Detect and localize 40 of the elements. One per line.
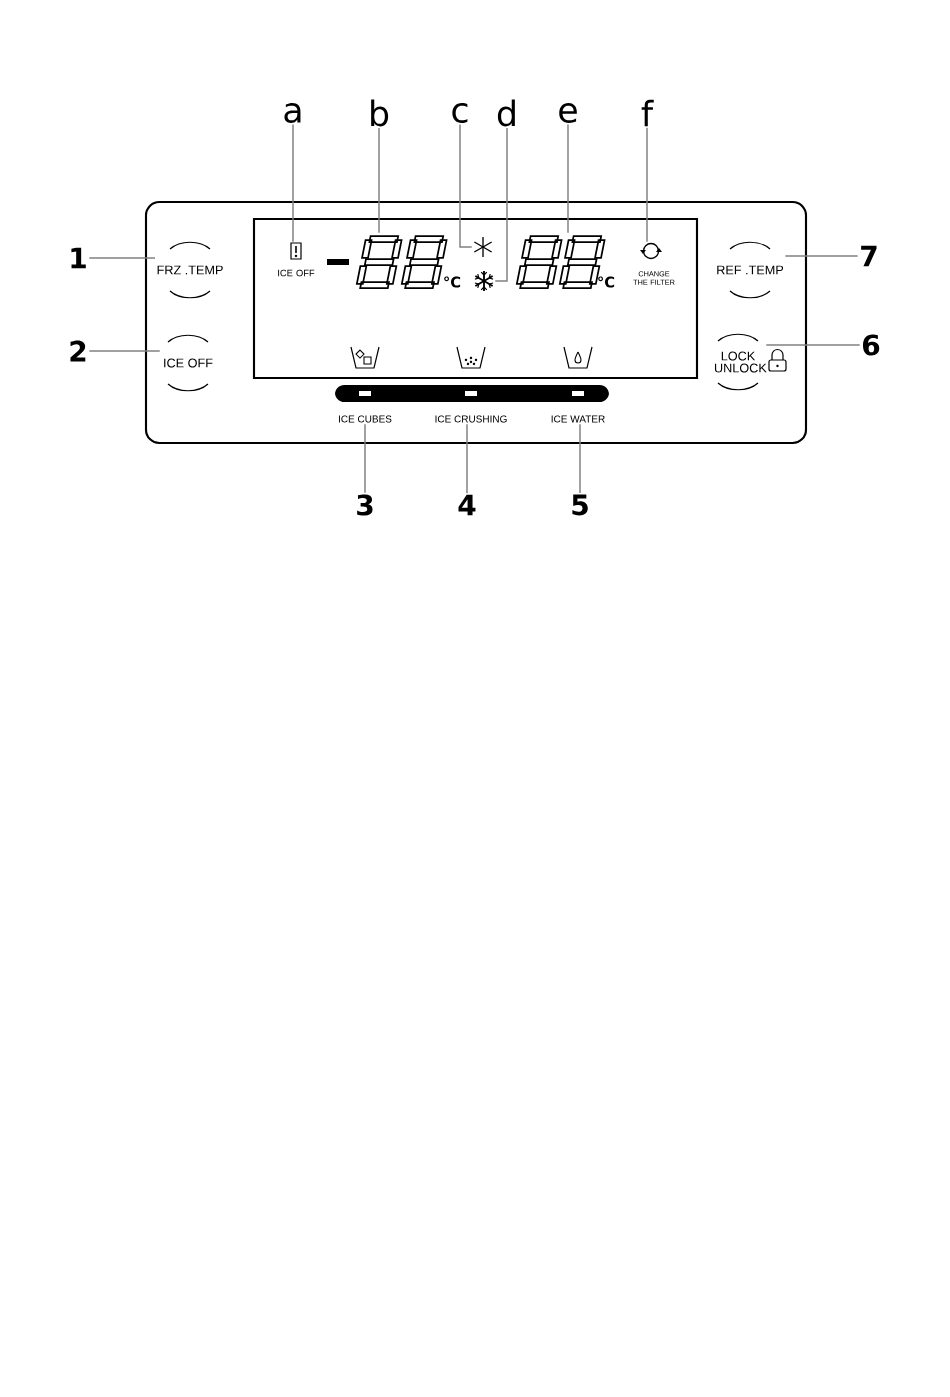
ice-off-icon [290, 242, 302, 260]
function-label: ICE CUBES [338, 415, 392, 423]
filter-icon [640, 242, 662, 260]
callout-number: 2 [70, 340, 86, 362]
leader-line [378, 127, 380, 234]
asterisk-icon [473, 236, 493, 258]
function-label: ICE WATER [551, 415, 605, 423]
control-button: REF .TEMP [717, 241, 784, 299]
leader-line [364, 423, 366, 494]
callout-number: 6 [863, 334, 880, 356]
leader-line [567, 123, 569, 234]
unit-label: °C [444, 276, 461, 288]
leader-line [466, 423, 468, 494]
callout-number: 3 [357, 494, 373, 516]
leader-line [88, 257, 156, 259]
leader-line [646, 127, 648, 243]
callout-number: 5 [572, 494, 588, 516]
callout-letter: d [497, 99, 515, 127]
leader-line [494, 127, 508, 282]
leader-line [292, 123, 294, 243]
snowflake-icon [474, 270, 494, 292]
unit-label: °C [598, 276, 615, 288]
control-button: FRZ .TEMP [157, 241, 223, 299]
leader-line [459, 123, 473, 248]
leader-line [765, 344, 861, 346]
leader-line [784, 255, 859, 257]
callout-letter: c [452, 103, 468, 123]
callout-letter: b [371, 99, 389, 127]
leader-line [579, 423, 581, 494]
callout-letter: f [641, 99, 654, 127]
leader-line [88, 350, 161, 352]
callout-letter: a [284, 103, 301, 123]
function-label: ICE CRUSHING [435, 415, 507, 423]
callout-letter: e [559, 103, 577, 123]
control-button: ICE OFF [164, 334, 213, 392]
control-button: LOCK UNLOCK [715, 333, 767, 391]
callout-number: 7 [861, 245, 877, 267]
callout-number: 4 [458, 494, 476, 516]
callout-number: 1 [71, 247, 86, 269]
icon-caption: ICE OFF [278, 269, 315, 277]
